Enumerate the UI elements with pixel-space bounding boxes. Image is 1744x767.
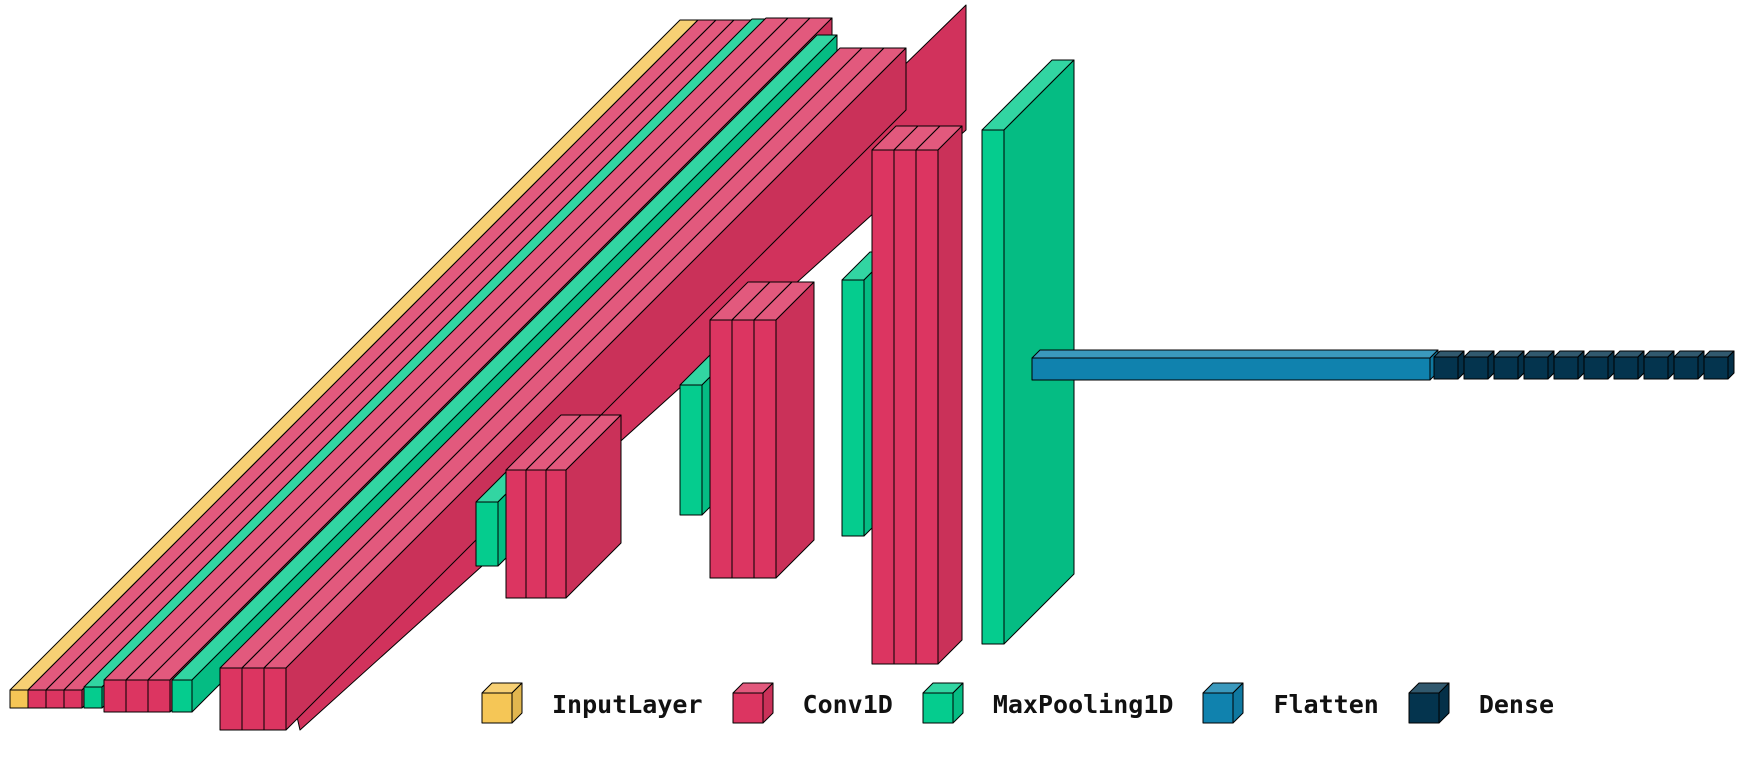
layer-31-dense xyxy=(1583,350,1615,380)
box-front-face xyxy=(1408,692,1440,724)
box-front-face xyxy=(1463,356,1489,380)
layer-29-dense xyxy=(1523,350,1555,380)
layer-15-conv1d xyxy=(545,414,622,599)
legend-swatch-conv1d xyxy=(732,682,774,724)
legend-swatch-cube xyxy=(922,682,964,724)
legend-label-flatten: Flatten xyxy=(1273,689,1379,719)
box-front-face xyxy=(147,679,171,713)
box-front-face xyxy=(103,679,127,713)
legend-swatch-flatten xyxy=(1202,682,1244,724)
legend-item-inputlayer: InputLayer xyxy=(480,681,703,727)
layer-11-conv1d xyxy=(263,47,907,731)
box-front-face xyxy=(1493,356,1519,380)
layer-33-dense xyxy=(1643,350,1675,380)
box-front-face xyxy=(125,679,149,713)
box-side-face xyxy=(937,125,963,665)
box-front-face xyxy=(893,149,917,665)
box-front-face xyxy=(171,679,193,713)
layer-25-flatten xyxy=(1031,349,1439,381)
legend-swatch-dense xyxy=(1408,682,1450,724)
box-front-face xyxy=(241,667,265,731)
box-side-face xyxy=(775,281,815,579)
box-front-face xyxy=(1202,692,1234,724)
legend-label-inputlayer: InputLayer xyxy=(552,689,703,719)
box-front-face xyxy=(709,319,733,579)
layer-26-dense xyxy=(1433,350,1465,380)
box-front-face xyxy=(505,469,527,599)
layer-34-dense xyxy=(1673,350,1705,380)
box-front-face xyxy=(731,319,755,579)
box-front-face xyxy=(1613,356,1639,380)
legend-label-conv1d: Conv1D xyxy=(802,689,893,719)
box-front-face xyxy=(481,692,513,724)
box-front-face xyxy=(83,686,103,709)
box-front-face xyxy=(915,149,939,665)
box-top-face xyxy=(1031,349,1439,359)
legend-swatch-maxpooling1d xyxy=(922,682,964,724)
box-front-face xyxy=(1553,356,1579,380)
box-front-face xyxy=(679,384,703,516)
box-front-face xyxy=(1523,356,1549,380)
box-front-face xyxy=(1031,357,1431,381)
box-front-face xyxy=(871,149,895,665)
layer-32-dense xyxy=(1613,350,1645,380)
legend-label-maxpooling1d: MaxPooling1D xyxy=(992,689,1174,719)
legend-item-maxpooling1d: MaxPooling1D xyxy=(921,681,1174,727)
box-front-face xyxy=(732,692,764,724)
legend-item-flatten: Flatten xyxy=(1201,681,1379,727)
box-front-face xyxy=(9,689,29,709)
box-front-face xyxy=(1433,356,1459,380)
box-front-face xyxy=(753,319,777,579)
layer-27-dense xyxy=(1463,350,1495,380)
legend-item-dense: Dense xyxy=(1407,681,1554,727)
box-front-face xyxy=(63,689,83,709)
box-front-face xyxy=(1643,356,1669,380)
legend-swatch-cube xyxy=(1408,682,1450,724)
legend-swatch-cube xyxy=(732,682,774,724)
box-front-face xyxy=(475,501,499,567)
legend-swatch-cube xyxy=(1202,682,1244,724)
legend: InputLayer Conv1D MaxPooling1D Flatten D… xyxy=(480,680,1582,728)
layer-28-dense xyxy=(1493,350,1525,380)
box-front-face xyxy=(219,667,243,731)
legend-label-dense: Dense xyxy=(1478,689,1555,719)
legend-item-conv1d: Conv1D xyxy=(731,681,893,727)
box-front-face xyxy=(922,692,954,724)
box-front-face xyxy=(545,469,567,599)
layer-35-dense xyxy=(1703,350,1735,380)
legend-swatch-inputlayer xyxy=(481,682,523,724)
box-front-face xyxy=(525,469,547,599)
layer-23-conv1d xyxy=(915,125,963,665)
box-front-face xyxy=(841,279,865,537)
legend-swatch-cube xyxy=(481,682,523,724)
box-front-face xyxy=(1673,356,1699,380)
box-front-face xyxy=(1583,356,1609,380)
box-front-face xyxy=(981,129,1005,645)
box-front-face xyxy=(27,689,47,709)
box-front-face xyxy=(45,689,65,709)
layer-30-dense xyxy=(1553,350,1585,380)
box-front-face xyxy=(263,667,287,731)
layer-19-conv1d xyxy=(753,281,815,579)
box-front-face xyxy=(1703,356,1729,380)
